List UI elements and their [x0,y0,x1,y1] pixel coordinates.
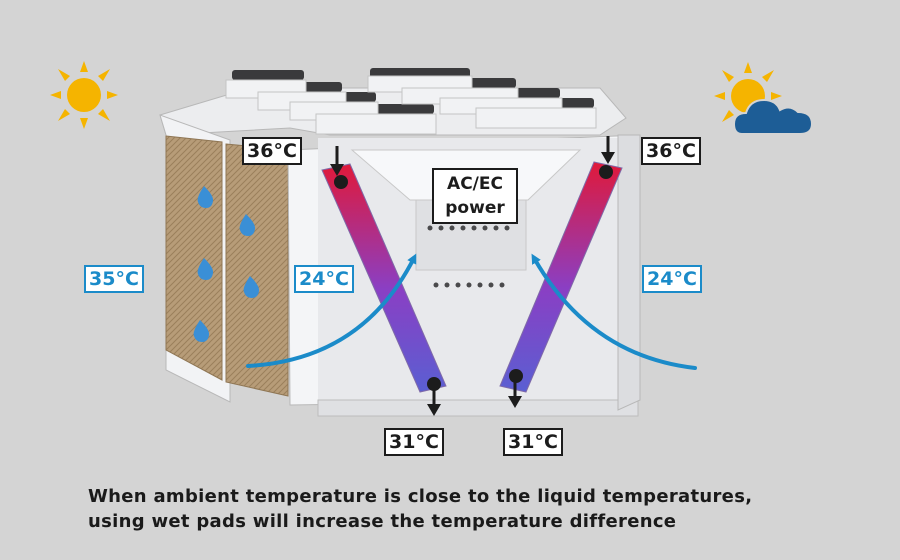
caption-line1: When ambient temperature is close to the… [88,486,753,507]
sun-icon [50,61,118,129]
power-label: AC/EC power [432,168,518,224]
power-label-line2: power [445,198,505,218]
bottom-right-temp-label: 31°C [503,428,563,456]
top-right-temp-label: 36°C [641,137,701,165]
flow-arrows [330,136,615,416]
top-left-temp-label: 36°C [242,137,302,165]
caption: When ambient temperature is close to the… [88,484,848,534]
water-drop-icon [193,186,260,342]
sun-cloud-icon [714,62,814,135]
airflow-arrows [246,253,697,370]
power-label-line1: AC/EC [447,174,503,194]
bottom-left-temp-label: 31°C [384,428,444,456]
cooled-left-temp-label: 24°C [294,265,354,293]
ambient-temp-label: 35°C [84,265,144,293]
cooled-right-temp-label: 24°C [642,265,702,293]
coil-right [499,161,623,393]
caption-line2: using wet pads will increase the tempera… [88,511,677,532]
wet-pad [165,135,289,397]
